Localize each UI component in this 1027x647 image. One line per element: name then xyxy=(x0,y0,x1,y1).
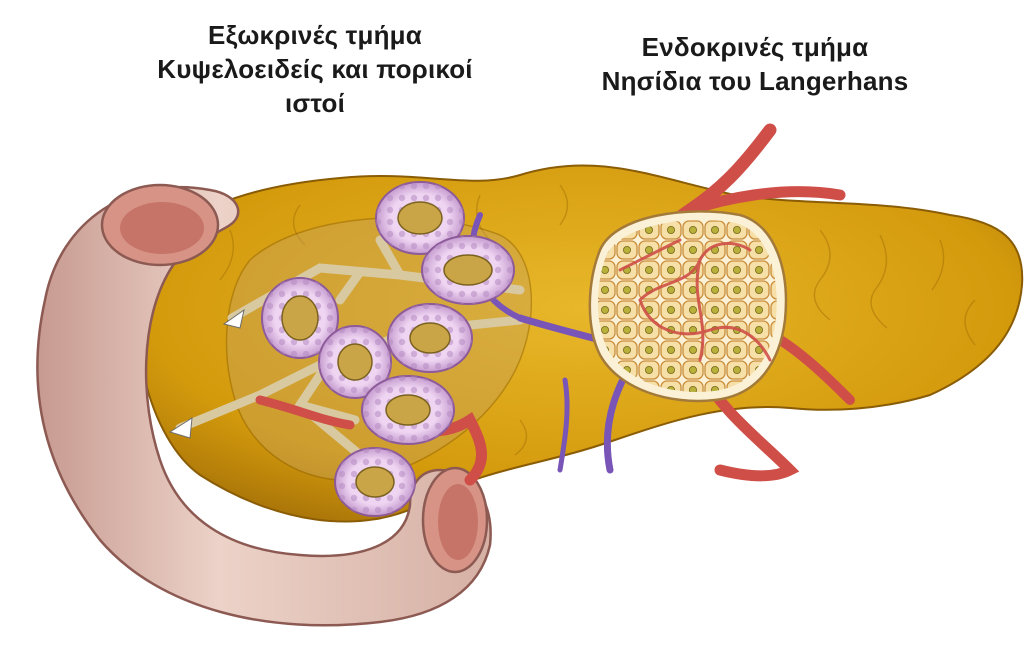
islet-of-langerhans xyxy=(590,211,786,401)
acinus xyxy=(388,304,472,372)
duodenum-lumen-top xyxy=(120,202,204,254)
acinus xyxy=(422,236,514,304)
acinus xyxy=(335,448,415,516)
duodenum-lumen-bottom xyxy=(438,484,478,560)
acinus xyxy=(362,376,454,444)
